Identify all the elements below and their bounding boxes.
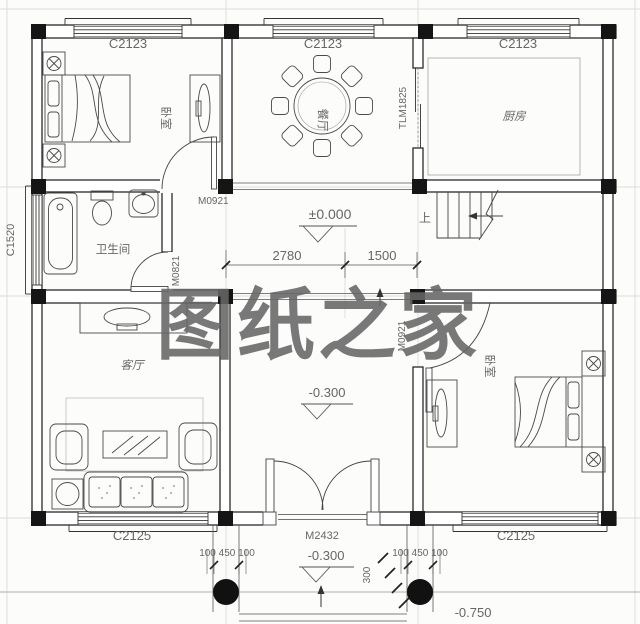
label-door-bedroom2: M0921 [397, 320, 408, 351]
window-bottom-right [452, 512, 608, 532]
room-labels: 卧室 餐厅 厨房 卫生间 客厅 卧室 [96, 107, 527, 378]
label-window-bottom-left: C2125 [113, 528, 151, 543]
sliding-door-kitchen [415, 68, 421, 148]
tv-cabinet [426, 379, 458, 448]
bathroom-fixtures [43, 189, 159, 275]
rug-outline [65, 397, 204, 472]
dining-furniture [271, 55, 373, 157]
dim-hall-b: 1500 [368, 248, 397, 263]
stair-up-label: 上 [419, 211, 431, 225]
hall-dimension-line [221, 250, 422, 278]
stair-direction-arrow [468, 212, 477, 220]
site-watermark: 图纸之家 [156, 280, 480, 371]
door-entry-double [262, 458, 381, 526]
toilet [90, 190, 114, 201]
window-top-1 [64, 18, 192, 38]
sofa [83, 471, 189, 513]
beam-step-lines [232, 182, 413, 300]
armchair-right [178, 422, 218, 471]
annotations: 2780 1500 ±0.000 -0.300 -0.300 -0.750 [199, 206, 491, 620]
porch-column-right [407, 579, 433, 605]
label-window-left: C1520 [5, 224, 17, 256]
room-label-bedroom2: 卧室 [483, 355, 497, 378]
room-label-dining: 餐厅 [316, 109, 330, 132]
armchair-left [49, 423, 89, 471]
label-door-kitchen-sliding: TLM1825 [398, 86, 409, 129]
staircase [436, 189, 503, 241]
door-bedroom2 [425, 302, 491, 413]
doors [130, 136, 491, 526]
door-bedroom1 [161, 136, 217, 190]
structural-columns [31, 24, 616, 526]
tv-cabinet [79, 302, 188, 334]
label-door-bathroom: M0821 [171, 255, 182, 286]
level-foyer-symbol [301, 403, 353, 420]
kitchen-counter-outline [427, 57, 581, 176]
coffee-table [102, 430, 168, 459]
room-label-bathroom: 卫生间 [96, 242, 131, 256]
dim-col-left: 100 450 100 [199, 548, 255, 559]
label-window-top-2: C2123 [304, 36, 342, 51]
label-door-bedroom1: M0921 [198, 196, 229, 207]
sink [128, 189, 159, 218]
tv-cabinet [189, 74, 221, 143]
level-hall: ±0.000 [309, 206, 352, 222]
bedroom2-furniture [426, 350, 606, 473]
level-porch: -0.300 [308, 548, 345, 563]
porch-dim-right [400, 549, 441, 574]
walls [31, 24, 617, 526]
porch [0, 525, 640, 622]
window-top-2 [263, 18, 384, 38]
level-hall-symbol [299, 225, 357, 243]
label-window-top-3: C2123 [499, 36, 537, 51]
dining-table [293, 77, 351, 135]
level-porch-symbol [299, 566, 354, 583]
level-ground: -0.750 [455, 605, 492, 620]
label-window-bottom-right: C2125 [497, 528, 535, 543]
door-bathroom [130, 251, 169, 292]
bed [44, 74, 131, 143]
room-label-bedroom1: 卧室 [159, 107, 173, 130]
windows [25, 18, 608, 532]
step-arrows [317, 288, 384, 607]
level-foyer: -0.300 [309, 385, 346, 400]
dim-col-right: 100 450 100 [392, 548, 448, 559]
side-table [51, 478, 84, 510]
dim-step: 300 [362, 566, 373, 583]
bathtub [43, 192, 78, 275]
room-label-living: 客厅 [121, 359, 146, 372]
window-bottom-left [68, 512, 218, 532]
label-window-top-1: C2123 [109, 36, 147, 51]
living-furniture [49, 302, 218, 513]
porch-column-left [213, 579, 239, 605]
opening-labels: C2123 C2123 C2123 C2125 C2125 C1520 M092… [5, 36, 537, 543]
room-label-kitchen: 厨房 [503, 110, 527, 123]
porch-dim-left [206, 549, 247, 574]
bed [514, 376, 583, 448]
step-break-marks [377, 552, 410, 609]
window-left-bath [25, 185, 43, 295]
label-door-entry: M2432 [305, 530, 339, 542]
bedroom1-furniture [42, 51, 221, 168]
dim-hall-a: 2780 [273, 248, 302, 263]
window-top-3 [457, 18, 580, 38]
